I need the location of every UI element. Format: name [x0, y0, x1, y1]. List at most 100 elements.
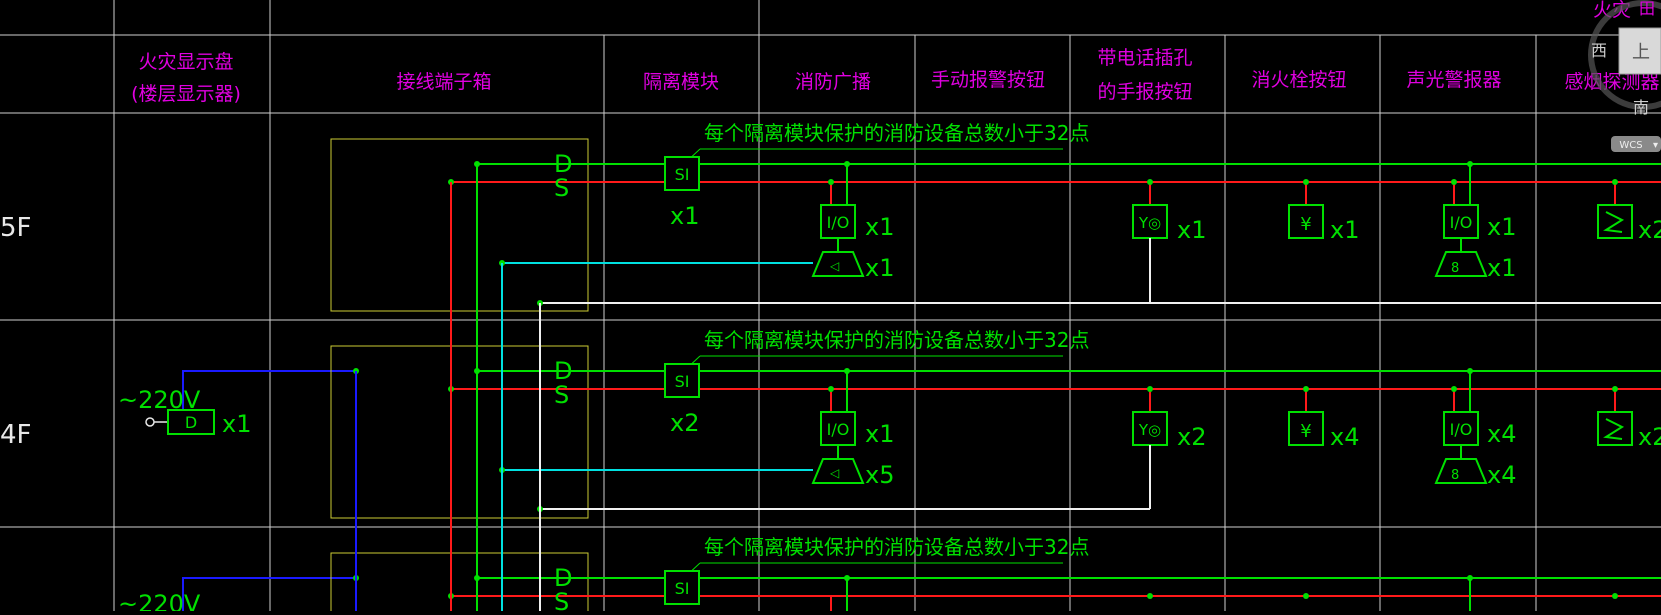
header-partial-top-right: 田 — [1639, 0, 1655, 18]
phone-button-count: x1 — [1177, 216, 1206, 244]
alarm-io-label: I/O — [1450, 420, 1473, 439]
speaker-count: x5 — [865, 461, 894, 489]
voltage-label: ~220V — [118, 590, 201, 611]
bus-s-label: S — [554, 174, 569, 202]
header-sound-light-alarm: 声光警报器 — [1406, 69, 1501, 91]
phone-button-count: x2 — [1177, 423, 1206, 451]
bus-d-label: D — [554, 357, 572, 385]
broadcast-io-label: I/O — [827, 213, 850, 232]
bus-s-label: S — [554, 588, 569, 611]
wcs-button[interactable] — [1611, 136, 1661, 152]
si-module-label: SI — [675, 579, 690, 598]
broadcast-io-count: x1 — [865, 420, 894, 448]
isolation-note: 每个隔离模块保护的消防设备总数小于32点 — [704, 121, 1089, 145]
smoke-detector-glyph — [1603, 418, 1625, 440]
speaker-icon-glyph: ◁ — [829, 259, 839, 273]
alarm-io-module[interactable] — [1443, 204, 1479, 239]
hydrant-button-symbol[interactable] — [1288, 204, 1324, 239]
floor-4f-row: 4F ~220V D x1 D S 每个隔离模块保护的消防设备总数小于32点 S… — [0, 328, 1661, 519]
header-terminal-box: 接线端子箱 — [396, 71, 491, 93]
smoke-count: x2 — [1638, 423, 1661, 451]
junction-dot — [1147, 179, 1153, 185]
smoke-detector-symbol[interactable] — [1597, 411, 1633, 446]
phone-button-symbol[interactable] — [1132, 411, 1168, 446]
speaker-icon[interactable] — [811, 251, 865, 277]
si-module-count: x2 — [670, 409, 699, 437]
viewcube-face-top[interactable] — [1618, 27, 1661, 75]
junction-dot — [1467, 368, 1473, 374]
alarm-icon-glyph: 8 — [1451, 261, 1459, 276]
junction-dot — [1612, 593, 1618, 599]
blue-power-line — [182, 370, 356, 416]
junction-dot — [1612, 179, 1618, 185]
smoke-count: x2 — [1638, 216, 1661, 244]
speaker-icon[interactable] — [811, 458, 865, 484]
broadcast-io-label: I/O — [827, 420, 850, 439]
si-module-label: SI — [675, 372, 690, 391]
alarm-count: x1 — [1487, 254, 1516, 282]
alarm-io-label: I/O — [1450, 213, 1473, 232]
display-panel-label: D — [185, 413, 197, 432]
header-display-panel-line2: (楼层显示器) — [131, 83, 241, 105]
floor-label: 5F — [0, 213, 32, 243]
viewcube-west-label[interactable]: 西 — [1591, 41, 1607, 60]
isolation-note: 每个隔离模块保护的消防设备总数小于32点 — [704, 328, 1089, 352]
floor-5f-row: 5F D S 每个隔离模块保护的消防设备总数小于32点 SI x1 I/O x1… — [0, 121, 1661, 312]
header-display-panel-line1: 火灾显示盘 — [138, 51, 233, 73]
si-module-symbol[interactable] — [664, 156, 700, 191]
smoke-detector-symbol[interactable] — [1597, 204, 1633, 239]
header-manual-alarm: 手动报警按钮 — [931, 69, 1045, 91]
hydrant-count: x1 — [1330, 216, 1359, 244]
hydrant-button-glyph: ¥ — [1300, 421, 1311, 442]
phone-button-glyph: Y◎ — [1138, 214, 1161, 232]
sound-light-alarm-icon[interactable] — [1434, 458, 1488, 484]
sound-light-alarm-icon[interactable] — [1434, 251, 1488, 277]
smoke-detector-glyph — [1603, 211, 1625, 233]
viewcube-widget[interactable]: 上 西 南 田 WCS ▾ — [1581, 0, 1661, 160]
speaker-icon-glyph: ◁ — [829, 466, 839, 480]
junction-dot — [1303, 179, 1309, 185]
viewcube-ring[interactable] — [1588, 0, 1661, 110]
si-module-count: x1 — [670, 202, 699, 230]
viewcube-south-label[interactable]: 南 — [1633, 98, 1649, 117]
junction-dot — [1147, 386, 1153, 392]
junction-dot — [844, 161, 850, 167]
alarm-io-count: x4 — [1487, 420, 1516, 448]
alarm-io-count: x1 — [1487, 213, 1516, 241]
junction-dot — [844, 575, 850, 581]
vertical-risers — [355, 164, 541, 611]
si-module-symbol[interactable] — [664, 363, 700, 398]
header-hydrant-button: 消火栓按钮 — [1251, 69, 1346, 91]
junction-dot — [1303, 593, 1309, 599]
hydrant-button-symbol[interactable] — [1288, 411, 1324, 446]
junction-dot — [828, 386, 834, 392]
phone-button-glyph: Y◎ — [1138, 421, 1161, 439]
si-module-label: SI — [675, 165, 690, 184]
si-module-symbol[interactable] — [664, 570, 700, 605]
header-broadcast: 消防广播 — [795, 71, 871, 93]
floor-label: 4F — [0, 420, 32, 450]
header-smoke-detector: 感烟探测器 — [1564, 71, 1659, 93]
junction-dot — [1303, 386, 1309, 392]
bus-d-label: D — [554, 564, 572, 592]
hydrant-button-glyph: ¥ — [1300, 214, 1311, 235]
broadcast-io-module[interactable] — [820, 411, 856, 446]
terminal-box[interactable] — [330, 138, 589, 312]
junction-dot — [1451, 386, 1457, 392]
floor-display-panel[interactable] — [167, 409, 215, 435]
power-terminal — [145, 417, 155, 427]
junction-dot — [1612, 386, 1618, 392]
broadcast-io-count: x1 — [865, 213, 894, 241]
broadcast-io-module[interactable] — [820, 204, 856, 239]
header-isolation-module: 隔离模块 — [643, 71, 719, 93]
isolation-note: 每个隔离模块保护的消防设备总数小于32点 — [704, 535, 1089, 559]
terminal-box[interactable] — [330, 552, 589, 615]
alarm-io-module[interactable] — [1443, 411, 1479, 446]
header-phone-button-line2: 的手报按钮 — [1097, 81, 1192, 103]
wcs-dropdown-icon: ▾ — [1653, 140, 1658, 151]
junction-dot — [1147, 593, 1153, 599]
bus-s-label: S — [554, 381, 569, 409]
terminal-box[interactable] — [330, 345, 589, 519]
